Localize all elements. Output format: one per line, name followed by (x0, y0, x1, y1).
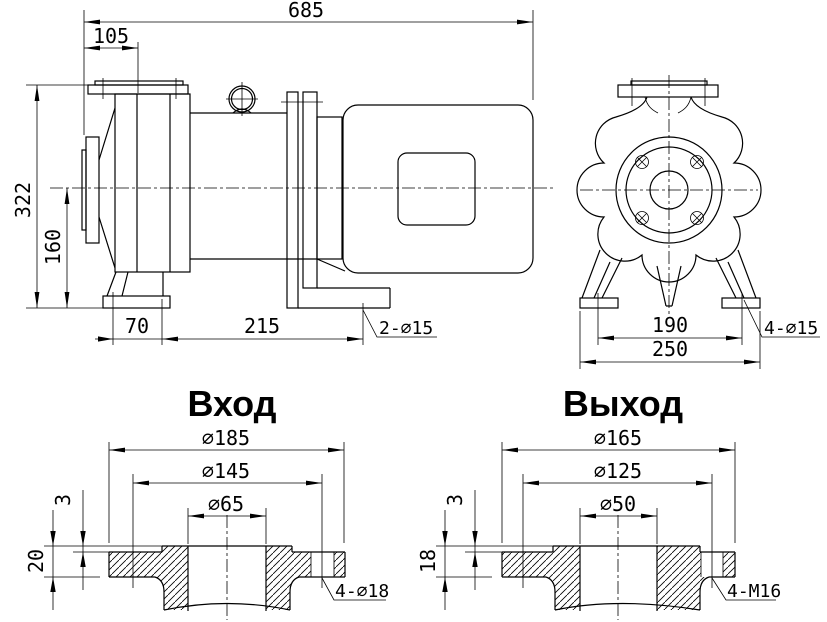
volute-casing (576, 96, 762, 283)
dim-foot-spacing: 215 (244, 314, 280, 338)
dim-inlet-thickness: 20 (24, 549, 48, 573)
dim-inlet-offset: 105 (93, 24, 129, 48)
support-bracket (281, 91, 391, 309)
outlet-flange-part (501, 545, 736, 611)
bearing-adapter (316, 116, 346, 272)
front-view: 190 250 4-∅15 (576, 75, 820, 369)
inlet-flange-part (108, 545, 346, 611)
label-foot-holes: 2-∅15 (379, 318, 433, 339)
label-base-holes: 4-∅15 (764, 318, 818, 339)
discharge-flange (617, 78, 719, 106)
inlet-dimensions: ∅185 ∅145 ∅65 3 20 4-∅18 (24, 426, 389, 610)
motor-terminal-box (397, 152, 476, 226)
dim-outlet-thickness: 18 (416, 549, 440, 573)
inlet-flange-section: Вход ∅185 ∅145 ∅65 (24, 383, 389, 620)
dim-foot-bolt-spacing: 190 (652, 313, 688, 337)
lifting-eyebolt (226, 82, 258, 116)
dim-outlet-bore: ∅50 (600, 492, 636, 516)
dim-overall-length: 685 (288, 0, 324, 22)
dim-inlet-bore: ∅65 (208, 492, 244, 516)
outlet-title: Выход (563, 383, 683, 424)
front-view-dimensions: 190 250 4-∅15 (579, 293, 820, 369)
pump-casing (87, 78, 317, 273)
pump-foot (102, 271, 171, 309)
dim-outlet-raised-face: 3 (443, 494, 467, 506)
casing-legs (579, 249, 761, 309)
label-inlet-holes: 4-∅18 (335, 581, 389, 602)
dim-overall-height: 322 (11, 182, 35, 218)
suction-flange (81, 107, 116, 269)
motor (342, 104, 534, 274)
outlet-dimensions: ∅165 ∅125 ∅50 3 18 4-M16 (416, 426, 781, 610)
dim-inlet-od: ∅185 (202, 426, 250, 450)
dim-base-width: 250 (652, 337, 688, 361)
dim-inlet-raised-face: 3 (51, 494, 75, 506)
outlet-flange-section: Выход ∅165 ∅125 ∅50 (416, 383, 781, 620)
side-view-dimensions: 685 105 322 160 70 215 2-∅15 (11, 0, 534, 345)
dim-outlet-od: ∅165 (594, 426, 642, 450)
dim-inlet-bolt-circle: ∅145 (202, 459, 250, 483)
side-view: 685 105 322 160 70 215 2-∅15 (11, 0, 556, 345)
label-outlet-holes: 4-M16 (727, 581, 781, 602)
inlet-title: Вход (187, 383, 276, 424)
dim-outlet-bolt-circle: ∅125 (594, 459, 642, 483)
dim-axis-height: 160 (41, 229, 65, 265)
casing-bolt-holes (635, 155, 704, 225)
dim-foot-width: 70 (125, 314, 149, 338)
